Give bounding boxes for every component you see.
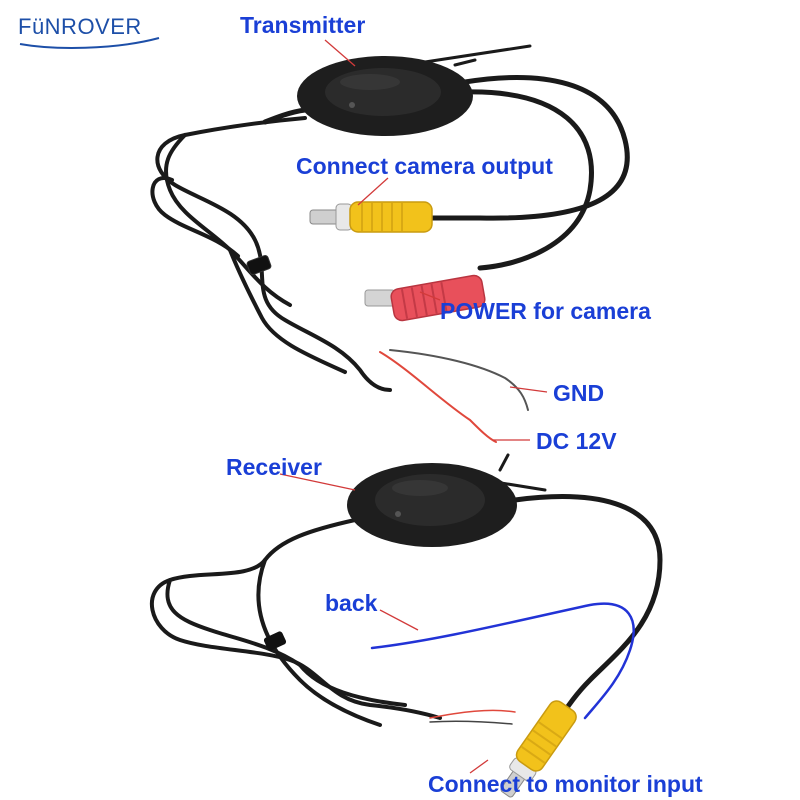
receiver-small-wires bbox=[429, 709, 516, 725]
receiver-module bbox=[347, 463, 517, 547]
transmitter-output-cables bbox=[262, 75, 630, 271]
leader-receiver bbox=[279, 473, 356, 491]
transmitter-antenna bbox=[423, 44, 532, 67]
receiver-output-cable bbox=[512, 494, 663, 725]
leader-camera-output bbox=[357, 177, 389, 206]
label-transmitter: Transmitter bbox=[240, 12, 366, 38]
leader-gnd bbox=[509, 386, 548, 393]
power-wires bbox=[379, 349, 529, 443]
receiver-rca-connector bbox=[500, 700, 577, 798]
cable-tie-bottom bbox=[263, 631, 287, 651]
label-dc12v: DC 12V bbox=[536, 428, 617, 454]
label-monitor-input: Connect to monitor input bbox=[428, 771, 703, 797]
label-back: back bbox=[325, 590, 378, 616]
brand-logo: FüNROVER bbox=[14, 10, 164, 50]
receiver-coiled-cable bbox=[150, 518, 442, 727]
power-connector bbox=[364, 274, 486, 322]
label-receiver: Receiver bbox=[226, 454, 322, 480]
leader-back bbox=[379, 609, 419, 631]
leader-lines bbox=[279, 39, 548, 774]
label-gnd: GND bbox=[553, 380, 605, 406]
cable-tie-top bbox=[246, 255, 272, 275]
leader-power bbox=[419, 291, 441, 301]
transmitter-module bbox=[297, 56, 473, 136]
transmitter-coiled-cable bbox=[150, 116, 392, 392]
leader-transmitter bbox=[324, 39, 356, 67]
back-wire bbox=[370, 602, 635, 720]
label-power-camera: POWER for camera bbox=[440, 298, 651, 324]
label-camera-output: Connect camera output bbox=[296, 153, 553, 179]
leader-monitor bbox=[469, 759, 489, 774]
logo-swoosh-icon bbox=[19, 37, 160, 49]
transmitter-rca-connector bbox=[309, 201, 433, 233]
brand-logo-text: FüNROVER bbox=[18, 14, 142, 39]
